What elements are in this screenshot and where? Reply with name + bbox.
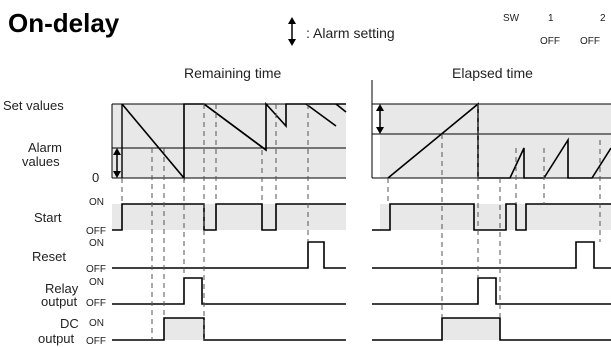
label-start: Start [34, 210, 62, 225]
label-reset: Reset [32, 249, 66, 264]
legend-text: : Alarm setting [306, 25, 395, 41]
switch-label: SW [503, 13, 520, 24]
remaining-relay-output [112, 277, 346, 305]
label-dc-1: DC [60, 316, 79, 331]
elapsed-time-shading [380, 104, 611, 230]
label-dc-2: output [38, 331, 75, 346]
elapsed-start-signal [372, 203, 611, 231]
remaining-dc-output [112, 317, 346, 341]
start-on: ON [89, 197, 104, 208]
elapsed-time-guides [387, 104, 601, 318]
switch-table: SW 1 2 OFF OFF [503, 13, 606, 47]
remaining-reset-signal [112, 241, 346, 269]
elapsed-dc-output [372, 317, 611, 341]
dc-off: OFF [86, 336, 106, 347]
elapsed-relay-output [372, 277, 611, 305]
remaining-start-signal [112, 203, 346, 231]
label-alarm-values-1: Alarm [28, 140, 62, 155]
remaining-time-panel [111, 101, 347, 341]
alarm-setting-marker-right [376, 104, 384, 134]
alarm-setting-marker-left [113, 148, 121, 178]
dc-on: ON [89, 318, 104, 329]
switch-1-number: 1 [548, 13, 554, 24]
label-set-values: Set values [3, 98, 64, 113]
row-labels: Set values Alarm values 0 Start ON OFF R… [3, 98, 106, 347]
diagram-title: On-delay [8, 8, 120, 38]
reset-on: ON [89, 238, 104, 249]
relay-off: OFF [86, 298, 106, 309]
switch-2-number: 2 [600, 13, 606, 24]
label-relay-1: Relay [45, 281, 79, 296]
double-arrow-icon [288, 17, 296, 46]
switch-2-state: OFF [580, 36, 600, 47]
start-off: OFF [86, 226, 106, 237]
label-alarm-values-2: values [22, 154, 60, 169]
label-zero: 0 [92, 170, 99, 185]
label-relay-2: output [41, 294, 78, 309]
switch-1-state: OFF [540, 36, 560, 47]
relay-on: ON [89, 277, 104, 288]
alarm-setting-legend: : Alarm setting [288, 17, 395, 46]
remaining-time-guides [121, 104, 309, 340]
remaining-time-shading [112, 104, 346, 230]
reset-off: OFF [86, 264, 106, 275]
elapsed-time-panel [371, 80, 611, 341]
elapsed-reset-signal [372, 241, 611, 269]
panel-title-elapsed-time: Elapsed time [452, 65, 533, 81]
panel-title-remaining-time: Remaining time [184, 65, 281, 81]
